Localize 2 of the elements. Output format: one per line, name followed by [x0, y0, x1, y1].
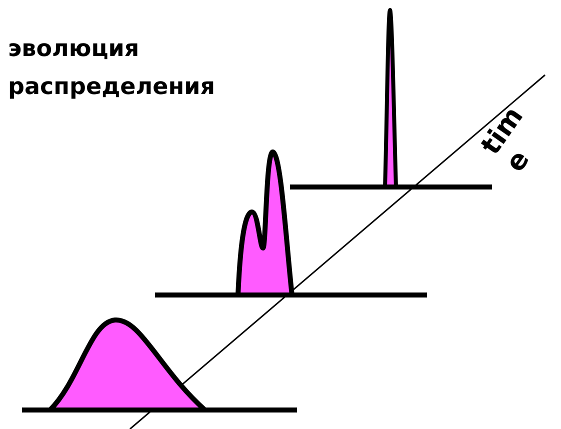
- title: эволюция распределения: [8, 35, 216, 102]
- axis-label: tim e: [476, 102, 537, 178]
